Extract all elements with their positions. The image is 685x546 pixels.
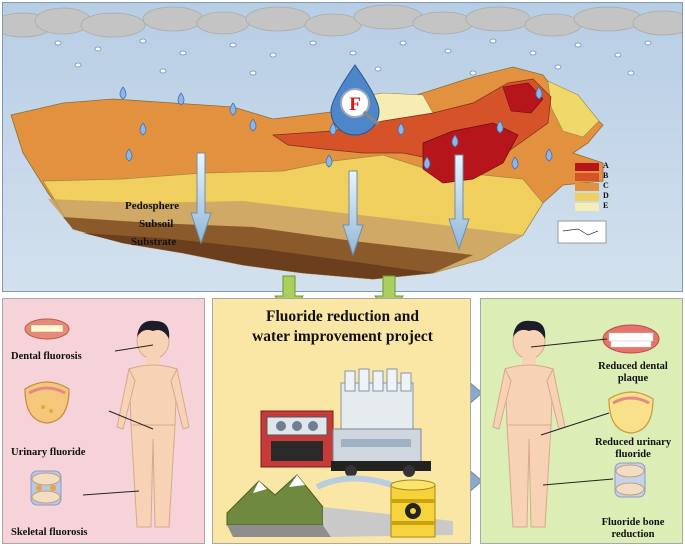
legend-swatch-d xyxy=(575,193,599,201)
child-figure xyxy=(492,320,566,528)
legend-label-c: C xyxy=(603,181,609,190)
legend-label-e: E xyxy=(603,201,609,210)
label-fluoride-bone-reduction-line2: reduction xyxy=(611,529,655,540)
label-urinary-fluoride: Urinary fluoride xyxy=(11,447,86,458)
treatment-equipment-icon xyxy=(260,368,431,492)
layer-subsoil: Subsoil xyxy=(139,218,174,230)
legend-label-a: A xyxy=(603,161,609,170)
legend-swatch-b xyxy=(575,173,599,181)
pointer-line-skeletal xyxy=(82,490,140,496)
layer-substrate: Substrate xyxy=(131,236,177,248)
cloud-icon xyxy=(3,4,682,38)
bone-joint-icon xyxy=(30,470,62,506)
legend-swatch-a xyxy=(575,163,599,171)
label-fluoride-bone-reduction-line1: Fluoride bone xyxy=(601,517,665,528)
layer-pedosphere: Pedosphere xyxy=(125,200,180,212)
label-reduced-dental-plaque: Reduced dental plaque xyxy=(585,361,681,385)
label-dental-fluorosis: Dental fluorosis xyxy=(11,351,82,362)
label-skeletal-fluorosis: Skeletal fluorosis xyxy=(11,527,88,538)
healthy-bone-joint-icon xyxy=(614,462,646,498)
legend-swatch-e xyxy=(575,203,599,211)
pointer-line-urinary xyxy=(540,412,610,436)
healthy-bladder-icon xyxy=(608,391,654,434)
left-illustration xyxy=(24,318,190,528)
bladder-icon xyxy=(24,381,70,424)
legend-swatch-c xyxy=(575,183,599,191)
mouth-icon xyxy=(24,318,70,340)
label-reduced-dental-plaque-line1: Reduced dental xyxy=(598,361,668,372)
hazard-barrel-icon xyxy=(390,479,436,538)
label-reduced-dental-plaque-line2: plaque xyxy=(617,373,649,384)
fluoride-map-panel: F Pedosphere Subsoil Substrate A B C D E xyxy=(2,2,683,292)
water-drops xyxy=(119,86,553,170)
child-figure xyxy=(116,320,190,528)
legend xyxy=(575,163,599,211)
map-illustration: F xyxy=(3,3,682,291)
healthy-mouth-icon xyxy=(602,324,660,354)
pointer-line-dental xyxy=(114,344,154,352)
legend-label-d: D xyxy=(603,191,609,200)
label-reduced-urinary-fluoride-line1: Reduced urinary xyxy=(594,437,672,448)
pointer-line-dental xyxy=(530,338,608,348)
pointer-line-urinary xyxy=(108,410,154,430)
fluoride-drop-icon: F xyxy=(330,64,380,136)
treatment-illustration xyxy=(226,368,453,538)
label-fluoride-bone-reduction: Fluoride bone reduction xyxy=(585,517,681,541)
infiltration-arrow xyxy=(190,152,470,257)
label-reduced-urinary-fluoride-line2: fluoride xyxy=(615,449,651,460)
project-title-line1: Fluoride reduction and xyxy=(265,308,419,325)
label-reduced-urinary-fluoride: Reduced urinary fluoride xyxy=(585,437,681,461)
pointer-line-bone xyxy=(542,478,614,486)
right-illustration xyxy=(492,320,660,528)
health-improvement-panel: Reduced dental plaque Reduced urinary fl… xyxy=(480,298,683,544)
svg-text:F: F xyxy=(349,94,361,115)
treatment-project-panel: Fluoride reduction and water improvement… xyxy=(212,298,471,544)
health-effects-panel: Dental fluorosis Urinary fluoride Skelet… xyxy=(2,298,205,544)
project-title-line2: water improvement project xyxy=(252,328,433,345)
rain-drops xyxy=(54,38,652,76)
legend-label-b: B xyxy=(603,171,609,180)
